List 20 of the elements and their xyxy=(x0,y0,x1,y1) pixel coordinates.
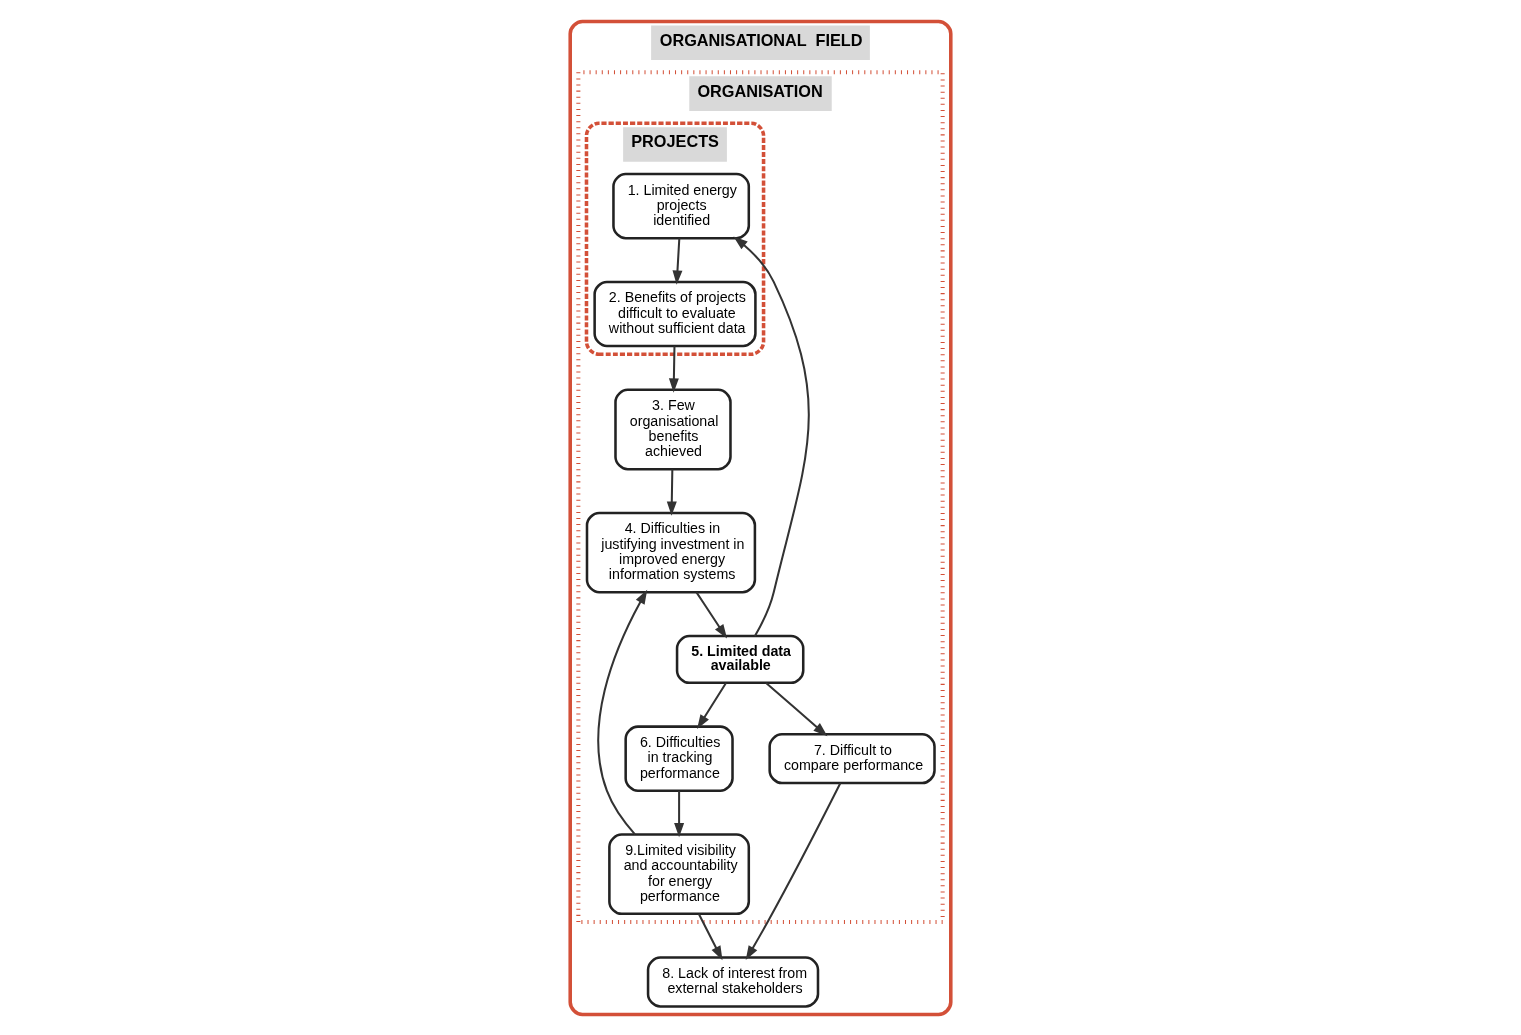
node-box: 7. Difficult to compare performance xyxy=(768,732,936,784)
node-box: 9.Limited visibility and accountability for energy performance xyxy=(608,832,751,915)
node-box: 6. Difficulties in tracking performance xyxy=(624,724,734,792)
node-box: 5. Limited data available xyxy=(675,634,805,684)
arrow xyxy=(765,681,828,736)
node-box: 2. Benefits of projects difficult to evaluate without sufficient data xyxy=(593,280,757,347)
arrow xyxy=(674,790,685,837)
node-box: 3. Few organisational benefits achieved xyxy=(614,388,732,470)
arrow xyxy=(672,237,683,285)
arrow xyxy=(733,235,810,636)
arrow xyxy=(745,782,842,960)
arrow xyxy=(697,913,723,960)
arrow xyxy=(668,345,679,393)
arrow xyxy=(697,681,727,729)
arrow xyxy=(695,591,728,639)
node-box: 4. Difficulties in justifying investment in improved energy information systems xyxy=(585,511,757,594)
arrow xyxy=(597,589,648,835)
node-box: 8. Lack of interest from external stakeholders xyxy=(646,955,820,1008)
arrow xyxy=(666,468,677,516)
node-box: 1. Limited energy projects identified xyxy=(612,172,751,239)
